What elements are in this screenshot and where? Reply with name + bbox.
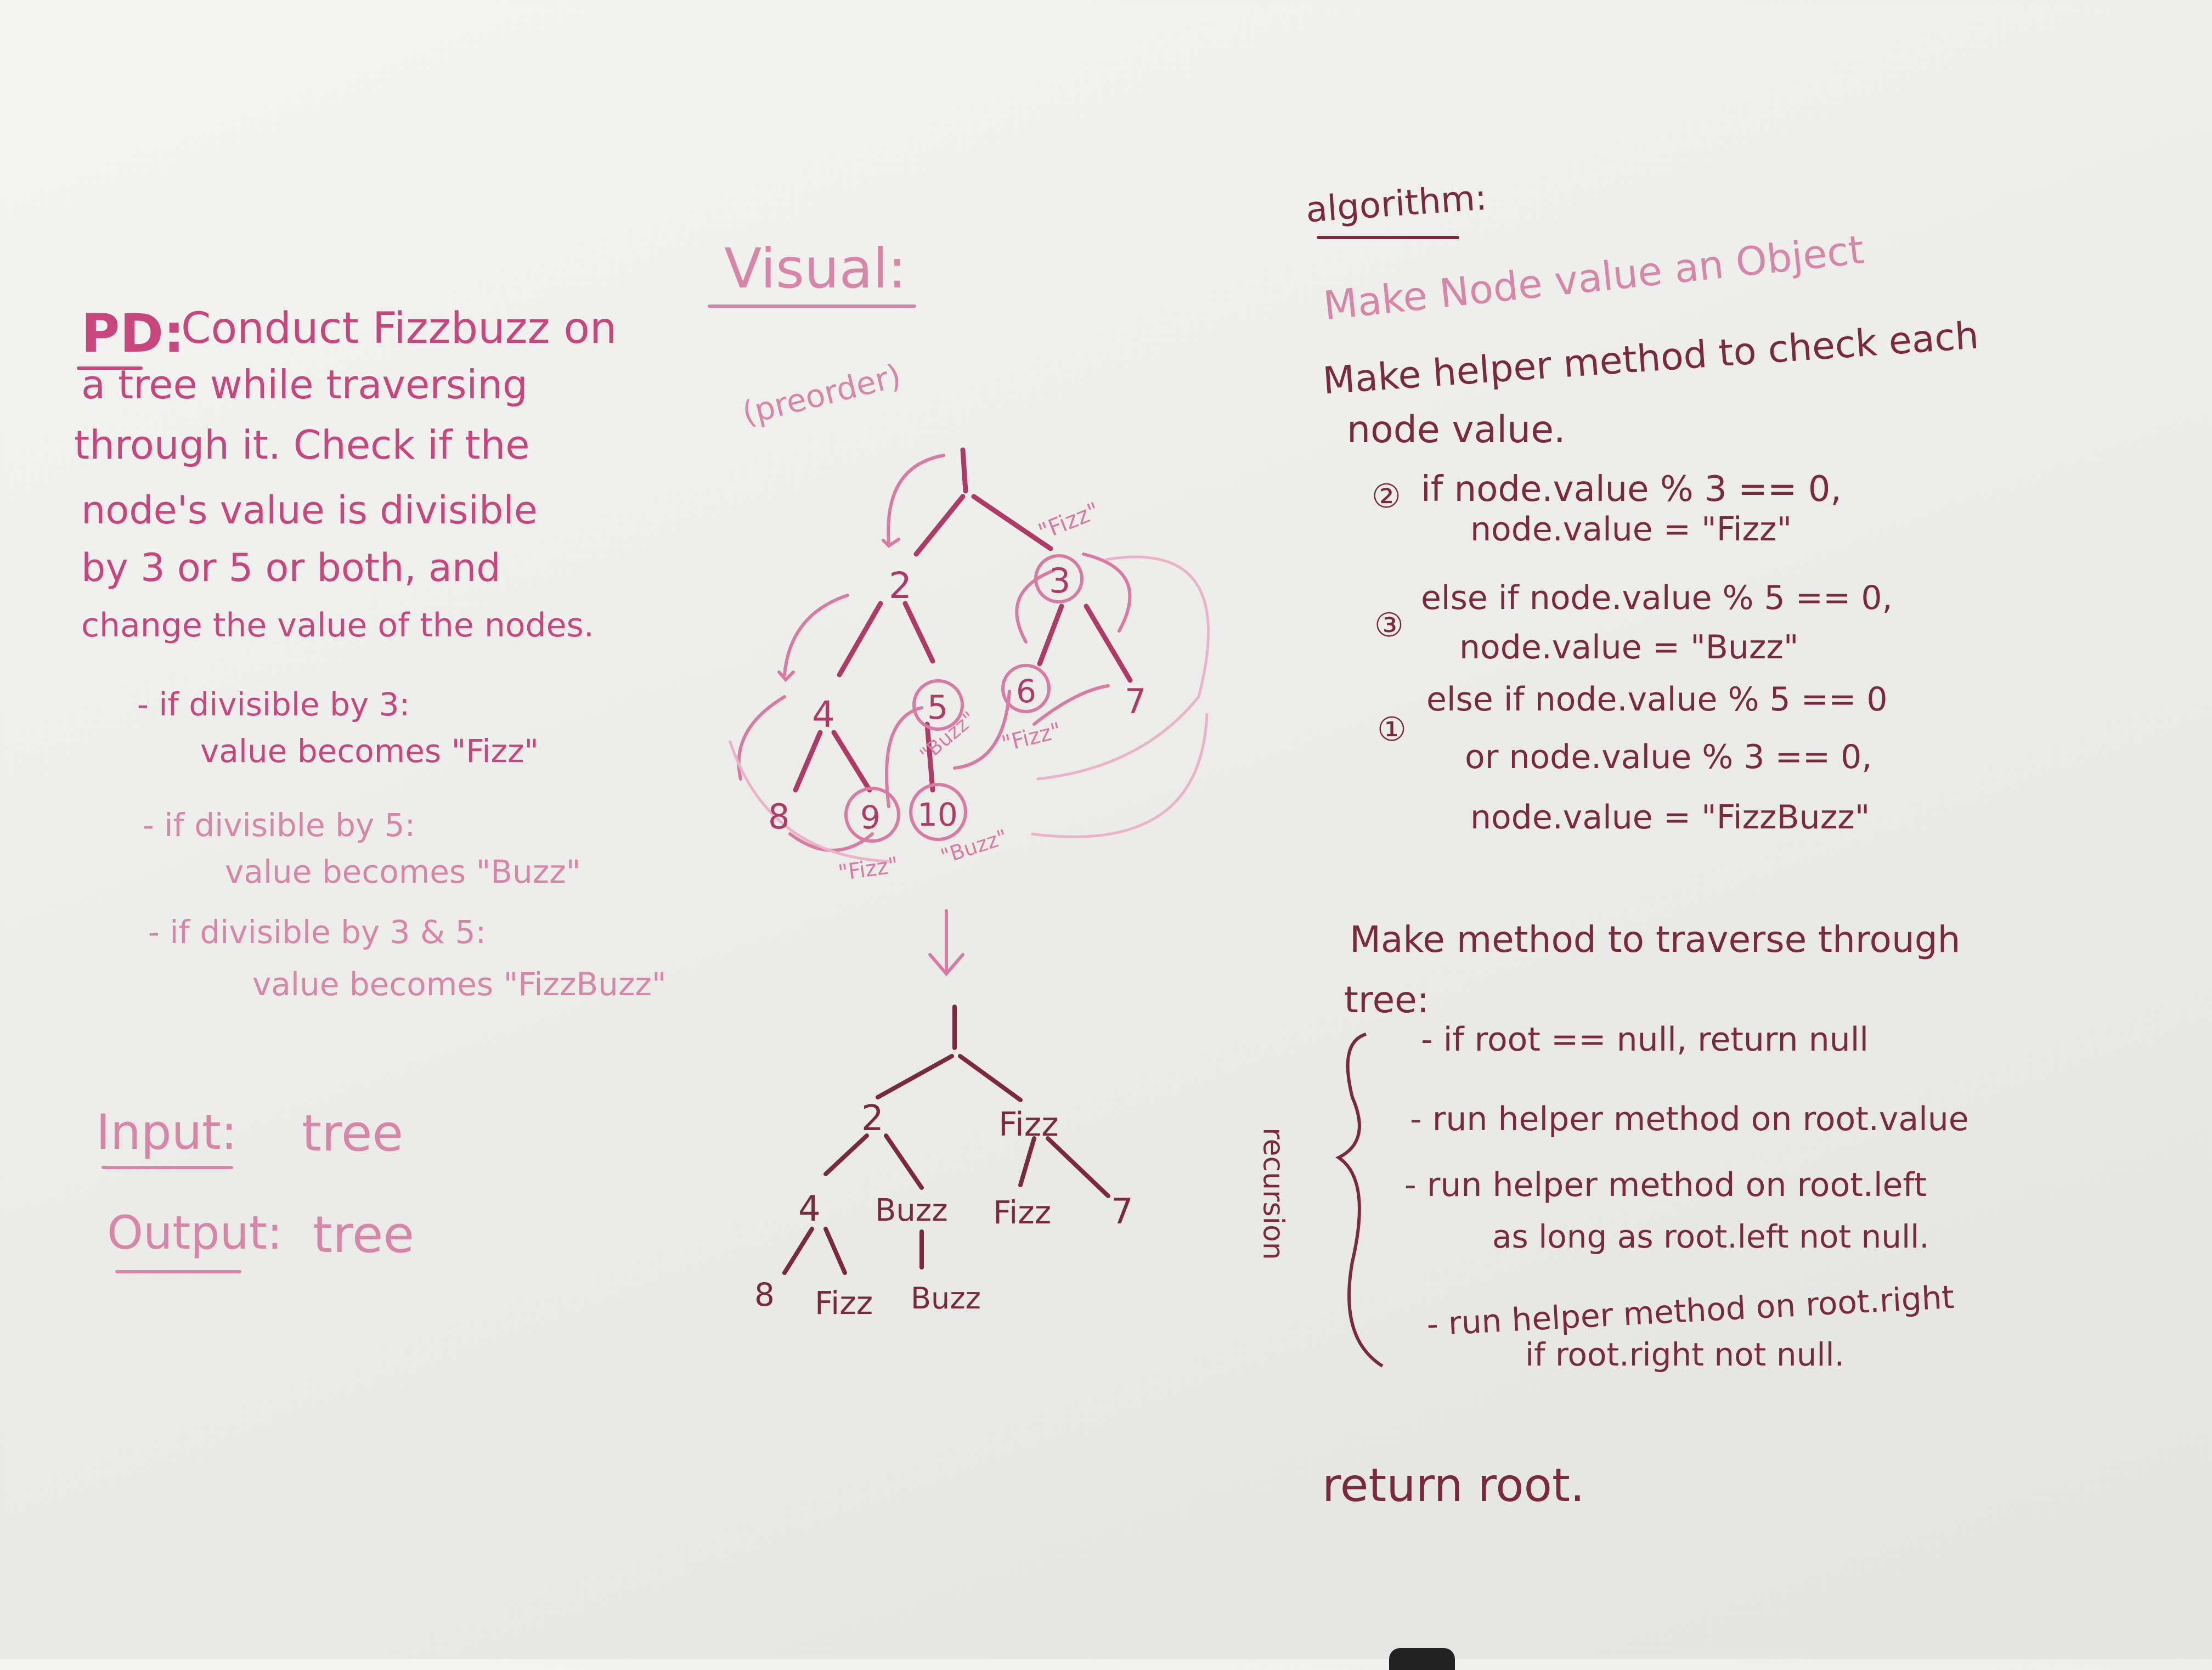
after-node-10: Buzz (911, 1281, 981, 1316)
condition-1-line-2: node.value = "Fizz" (1470, 510, 1792, 549)
before-node-5: 5 (927, 689, 948, 727)
after-node-8: 8 (754, 1276, 775, 1313)
algorithm-title-underline (1317, 236, 1459, 239)
rule-3-line-1: - if divisible by 3: (137, 686, 410, 723)
rule-15-line-1: - if divisible by 3 & 5: (148, 913, 487, 951)
fizz-label-3: "Fizz" (1034, 497, 1103, 546)
traverse-step-2: - run helper method on root.value (1410, 1100, 1969, 1138)
visual-title-underline (708, 304, 916, 308)
after-node-9: Fizz (815, 1284, 873, 1322)
recursion-label: recursion (1256, 1127, 1290, 1260)
helper-line-2: node value. (1347, 408, 1566, 452)
after-node-7: 7 (1111, 1192, 1133, 1232)
input-value: tree (302, 1104, 404, 1163)
condition-2-step: ③ (1374, 606, 1404, 645)
before-node-8: 8 (768, 797, 789, 837)
before-node-4: 4 (812, 693, 835, 736)
after-node-5: Buzz (875, 1193, 948, 1228)
condition-1-line-1: if node.value % 3 == 0, (1421, 469, 1842, 510)
traverse-line-2: tree: (1344, 979, 1430, 1021)
output-label: Output: (107, 1206, 283, 1260)
fizz-label-6: "Fizz" (999, 718, 1064, 757)
output-underline (115, 1270, 241, 1273)
visual-title: Visual: (724, 236, 907, 301)
after-node-3: Fizz (998, 1105, 1059, 1144)
rule-5-line-1: - if divisible by 5: (143, 806, 416, 844)
rule-5-line-2: value becomes "Buzz" (225, 853, 581, 890)
return-root: return root. (1322, 1458, 1585, 1512)
condition-3-line-2: or node.value % 3 == 0, (1465, 738, 1872, 776)
output-value: tree (313, 1205, 415, 1264)
condition-3-line-3: node.value = "FizzBuzz" (1470, 798, 1870, 837)
traverse-step-6: if root.right not null. (1525, 1336, 1845, 1373)
problem-line-3: through it. Check if the (74, 422, 530, 468)
input-label: Input: (96, 1104, 238, 1160)
condition-2-line-1: else if node.value % 5 == 0, (1421, 579, 1893, 617)
problem-heading: PD: (81, 303, 185, 364)
after-node-4: 4 (798, 1189, 821, 1229)
problem-line-4: node's value is divisible (81, 488, 538, 533)
problem-line-5: by 3 or 5 or both, and (81, 545, 501, 590)
problem-heading-underline (77, 366, 143, 370)
fizz-label-9: "Fizz" (837, 853, 900, 886)
after-node-2: 2 (861, 1098, 884, 1139)
condition-3-line-1: else if node.value % 5 == 0 (1426, 680, 1888, 719)
problem-line-2: a tree while traversing (81, 362, 528, 408)
rule-15-line-2: value becomes "FizzBuzz" (252, 966, 667, 1003)
condition-1-step: ② (1372, 477, 1401, 516)
board-corner-shadow (1389, 1648, 1455, 1670)
condition-3-step: ① (1377, 710, 1407, 749)
condition-2-line-2: node.value = "Buzz" (1459, 628, 1799, 667)
input-underline (101, 1166, 233, 1169)
before-node-10: 10 (917, 796, 958, 833)
problem-line-1: Conduct Fizzbuzz on (181, 304, 617, 353)
traverse-step-4: as long as root.left not null. (1492, 1218, 1929, 1255)
rule-3-line-2: value becomes "Fizz" (200, 732, 539, 770)
before-node-3: 3 (1049, 561, 1070, 601)
traverse-line-1: Make method to traverse through (1350, 918, 1961, 961)
problem-line-6: change the value of the nodes. (81, 606, 594, 645)
after-node-6: Fizz (993, 1194, 1051, 1231)
before-node-9: 9 (860, 799, 881, 836)
before-node-7: 7 (1125, 681, 1146, 721)
before-node-2: 2 (889, 565, 912, 607)
before-node-6: 6 (1016, 673, 1036, 710)
traverse-step-1: - if root == null, return null (1421, 1020, 1869, 1059)
traverse-step-3: - run helper method on root.left (1404, 1166, 1927, 1204)
